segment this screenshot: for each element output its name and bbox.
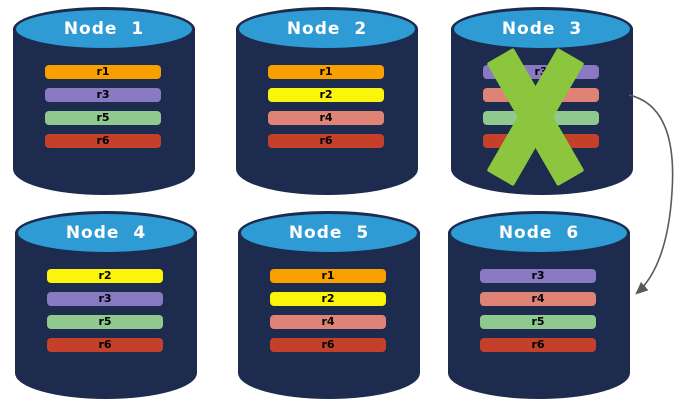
- replica-label: r4: [531, 292, 545, 305]
- replica-bar-r4: r4: [480, 292, 596, 306]
- replica-label: r1: [96, 65, 110, 78]
- replica-bar-r1: r1: [45, 65, 161, 79]
- replica-label: r2: [321, 292, 335, 305]
- replica-bar-r2: r2: [47, 269, 163, 283]
- replica-label: r1: [319, 65, 333, 78]
- replica-label: r6: [319, 134, 333, 147]
- node-6-cylinder-top: Node 6: [448, 211, 630, 255]
- replica-bar-r4: r4: [270, 315, 386, 329]
- node-5-cylinder: Node 5 r1 r2 r4 r6: [238, 211, 420, 399]
- replica-bar-r2: r2: [268, 88, 384, 102]
- replica-label: r4: [321, 315, 335, 328]
- node-3-title: Node 3: [501, 19, 583, 39]
- node-3-cylinder: Node 3 r3 r4 r5 r6: [451, 7, 633, 195]
- replica-bar-r2: r2: [270, 292, 386, 306]
- replica-bar-r6: r6: [270, 338, 386, 352]
- node-6-cylinder: Node 6 r3 r4 r5 r6: [448, 211, 630, 399]
- replica-label: r6: [321, 338, 335, 351]
- replica-bar-r5: r5: [480, 315, 596, 329]
- replica-label: r6: [96, 134, 110, 147]
- node-2-cylinder-top: Node 2: [236, 7, 418, 51]
- node-6-title: Node 6: [498, 223, 580, 243]
- replica-label: r5: [98, 315, 112, 328]
- node-4-cylinder-top: Node 4: [15, 211, 197, 255]
- replica-label: r1: [321, 269, 335, 282]
- node-1-title: Node 1: [63, 19, 145, 39]
- replica-label: r5: [531, 315, 545, 328]
- replica-bar-r4: r4: [268, 111, 384, 125]
- node-5-cylinder-top: Node 5: [238, 211, 420, 255]
- node-4-title: Node 4: [65, 223, 147, 243]
- node-2-cylinder: Node 2 r1 r2 r4 r6: [236, 7, 418, 195]
- node-4-cylinder: Node 4 r2 r3 r5 r6: [15, 211, 197, 399]
- replica-label: r2: [98, 269, 112, 282]
- node-3-cylinder-top: Node 3: [451, 7, 633, 51]
- failure-x-mark: [451, 7, 633, 195]
- failover-arrow: [628, 94, 674, 295]
- node-5-title: Node 5: [288, 223, 370, 243]
- node-2-title: Node 2: [286, 19, 368, 39]
- node-4-replica-list: r2 r3 r5 r6: [47, 269, 163, 361]
- replica-bar-r6: r6: [268, 134, 384, 148]
- node-5-replica-list: r1 r2 r4 r6: [270, 269, 386, 361]
- node-1-cylinder: Node 1 r1 r3 r5 r6: [13, 7, 195, 195]
- replica-bar-r5: r5: [45, 111, 161, 125]
- replica-label: r3: [98, 292, 112, 305]
- replica-label: r4: [319, 111, 333, 124]
- replica-label: r6: [531, 338, 545, 351]
- replica-bar-r5: r5: [47, 315, 163, 329]
- replica-label: r3: [531, 269, 545, 282]
- replica-label: r5: [96, 111, 110, 124]
- node-1-replica-list: r1 r3 r5 r6: [45, 65, 161, 157]
- node-2-replica-list: r1 r2 r4 r6: [268, 65, 384, 157]
- replica-bar-r1: r1: [270, 269, 386, 283]
- replica-label: r2: [319, 88, 333, 101]
- replica-bar-r6: r6: [45, 134, 161, 148]
- replica-label: r3: [96, 88, 110, 101]
- replica-bar-r3: r3: [480, 269, 596, 283]
- replica-bar-r1: r1: [268, 65, 384, 79]
- replica-bar-r6: r6: [47, 338, 163, 352]
- node-1-cylinder-top: Node 1: [13, 7, 195, 51]
- replica-label: r6: [98, 338, 112, 351]
- replica-bar-r3: r3: [45, 88, 161, 102]
- replica-bar-r6: r6: [480, 338, 596, 352]
- node-6-replica-list: r3 r4 r5 r6: [480, 269, 596, 361]
- replica-bar-r3: r3: [47, 292, 163, 306]
